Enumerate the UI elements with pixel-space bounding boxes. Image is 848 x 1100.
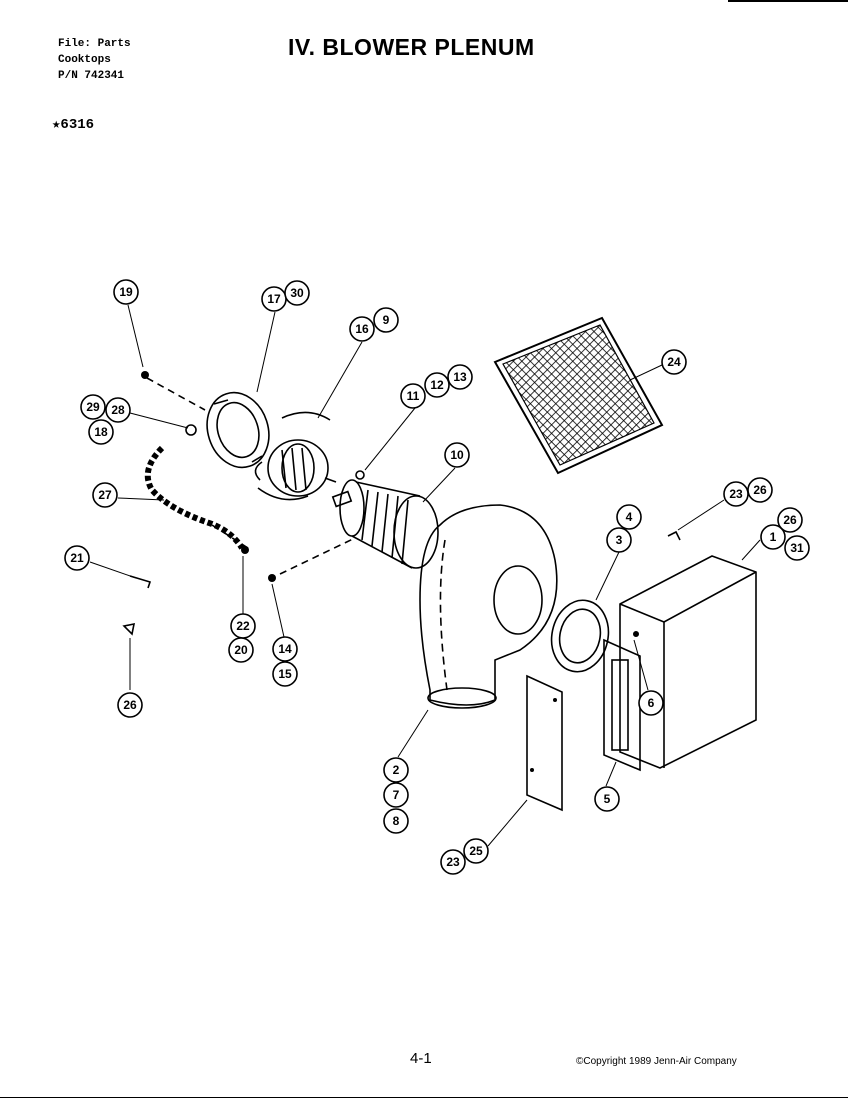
- callout-label: 22: [236, 619, 250, 633]
- mounting-ring: [206, 391, 270, 469]
- callout-label: 24: [667, 355, 681, 369]
- callout-14: 14: [272, 636, 298, 662]
- duct-box: [603, 555, 757, 772]
- bottom-rule: [0, 1097, 848, 1098]
- leader-lines: [89, 304, 761, 847]
- callout-26-lower: 26: [117, 692, 143, 718]
- callout-28: 28: [105, 397, 131, 423]
- callout-label: 1: [770, 530, 777, 544]
- callout-29: 29: [80, 394, 106, 420]
- callout-label: 26: [123, 698, 137, 712]
- callout-7: 7: [383, 782, 409, 808]
- callout-label: 31: [790, 541, 804, 555]
- callout-label: 30: [290, 286, 304, 300]
- callout-label: 4: [626, 510, 633, 524]
- callout-label: 16: [355, 322, 369, 336]
- callout-label: 18: [94, 425, 108, 439]
- callout-6: 6: [638, 690, 664, 716]
- callout-8: 8: [383, 808, 409, 834]
- callout-label: 9: [383, 313, 390, 327]
- callout-label: 19: [119, 285, 133, 299]
- callout-label: 15: [278, 667, 292, 681]
- callout-label: 12: [430, 378, 444, 392]
- callout-label: 23: [446, 855, 460, 869]
- page-title: IV. BLOWER PLENUM: [288, 34, 535, 60]
- callout-27: 27: [92, 482, 118, 508]
- callout-label: 13: [453, 370, 467, 384]
- callout-4: 4: [616, 504, 642, 530]
- callout-label: 8: [393, 814, 400, 828]
- blower-motor: [254, 411, 337, 501]
- callout-label: 10: [450, 448, 464, 462]
- blower-plenum-housing: [419, 504, 558, 709]
- blower-wheel: [331, 470, 439, 569]
- callout-label: 7: [393, 788, 400, 802]
- fasteners: [122, 371, 681, 636]
- callout-label: 28: [111, 403, 125, 417]
- model-number: ★6316: [52, 117, 95, 133]
- callout-label: 14: [278, 642, 292, 656]
- callout-label: 3: [616, 533, 623, 547]
- callout-label: 11: [407, 389, 420, 403]
- callout-label: 23: [729, 487, 743, 501]
- callout-15: 15: [272, 661, 298, 687]
- callout-label: 25: [469, 844, 483, 858]
- callout-3: 3: [606, 527, 632, 553]
- callout-label: 29: [86, 400, 100, 414]
- file-line: Cooktops: [58, 54, 111, 66]
- callout-10: 10: [444, 442, 470, 468]
- callout-20: 20: [228, 637, 254, 663]
- file-line: File: Parts: [58, 38, 131, 50]
- callout-2: 2: [383, 757, 409, 783]
- callout-23: 23: [723, 481, 749, 507]
- callout-label: 20: [234, 643, 248, 657]
- callout-17: 17: [261, 286, 287, 312]
- callout-label: 17: [267, 292, 281, 306]
- callout-19: 19: [113, 279, 139, 305]
- page-number: 4-1: [410, 1050, 432, 1067]
- copyright-notice: ©Copyright 1989 Jenn-Air Company: [576, 1056, 737, 1067]
- callout-label: 21: [70, 551, 84, 565]
- callout-11: 11: [400, 383, 426, 409]
- callout-label: 26: [753, 483, 767, 497]
- callout-30: 30: [284, 280, 310, 306]
- callout-9: 9: [373, 307, 399, 333]
- callout-13: 13: [447, 364, 473, 390]
- callout-label: 27: [98, 488, 112, 502]
- callout-label: 2: [393, 763, 400, 777]
- callout-23-lower: 23: [440, 849, 466, 875]
- callout-22: 22: [230, 613, 256, 639]
- callout-5: 5: [594, 786, 620, 812]
- callout-12: 12: [424, 372, 450, 398]
- callout-31: 31: [784, 535, 810, 561]
- cover-plate: [526, 674, 563, 812]
- file-info: File: Parts Cooktops P/N 742341: [58, 36, 131, 84]
- callout-label: 26: [783, 513, 797, 527]
- file-line: P/N 742341: [58, 70, 125, 82]
- callout-21: 21: [64, 545, 90, 571]
- callout-26: 26: [747, 477, 773, 503]
- callout-1: 1: [760, 524, 786, 550]
- callout-16: 16: [349, 316, 375, 342]
- callout-18: 18: [88, 419, 114, 445]
- callout-label: 5: [604, 792, 611, 806]
- grease-filter: [493, 316, 664, 475]
- callout-25: 25: [463, 838, 489, 864]
- callout-24: 24: [661, 349, 687, 375]
- callout-label: 6: [648, 696, 655, 710]
- power-cord: [144, 445, 245, 550]
- top-rule: [728, 0, 848, 2]
- callout-26-right: 26: [777, 507, 803, 533]
